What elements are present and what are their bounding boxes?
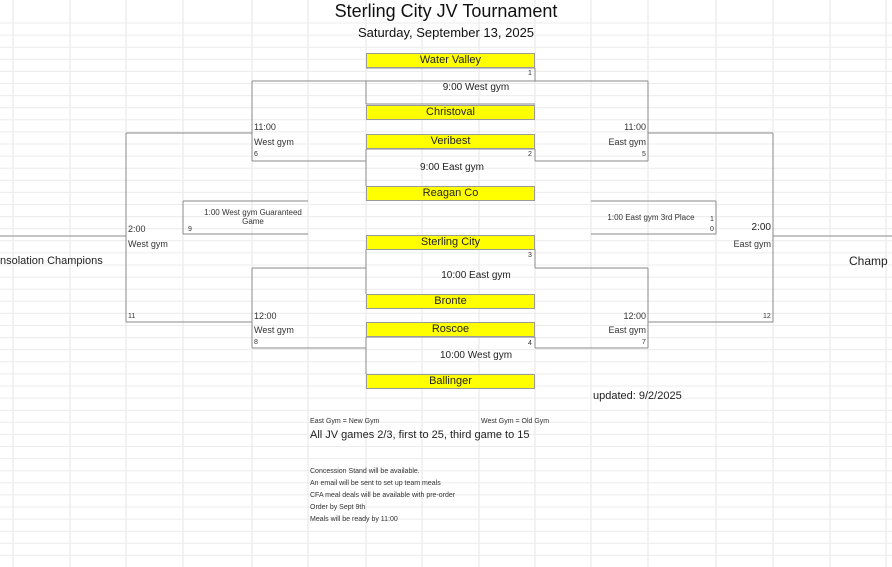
team-cell-ballinger[interactable]: Ballinger [366,374,535,389]
east-gym-note: East Gym = New Gym [310,418,380,425]
game-number: 11 [128,313,136,320]
game-time: 2:00 [128,224,146,234]
game-number: 1 [528,70,532,77]
game-number: 3 [528,252,532,259]
page-title: Sterling City JV Tournament [334,1,558,21]
game-info: Game [242,217,264,226]
game-time: 12:00 [254,311,277,321]
team-cell-sterling-city[interactable]: Sterling City [366,235,535,250]
note-line: CFA meal deals will be available with pr… [310,492,456,499]
game-gym: East gym [608,137,646,147]
game-info: 9:00 West gym [442,82,510,93]
note-line: An email will be sent to set up team mea… [310,480,441,487]
game-gym: West gym [128,239,168,249]
game-number: 0 [710,226,714,233]
game-gym: East gym [733,239,771,249]
game-time: 11:00 [624,122,646,132]
note-line: Meals will be ready by 11:00 [310,516,398,523]
team-cell-reagan-co[interactable]: Reagan Co [366,186,535,201]
game-time: 11:00 [254,122,276,132]
consolation-champions-label: nsolation Champions [0,255,103,267]
game-info: 9:00 East gym [420,162,484,173]
game-time: 12:00 [623,311,646,321]
game-gym: West gym [254,325,294,335]
game-number: 5 [642,151,646,158]
champions-label: Champ [849,254,888,268]
team-cell-bronte[interactable]: Bronte [366,294,535,309]
team-cell-veribest[interactable]: Veribest [366,134,535,149]
updated-label: updated: 9/2/2025 [593,390,682,402]
game-number: 7 [642,339,646,346]
game-number: 2 [528,151,532,158]
game-info: 10:00 East gym [441,270,511,281]
game-number: 6 [254,151,258,158]
team-cell-roscoe[interactable]: Roscoe [366,322,535,337]
game-number: 9 [188,226,192,233]
game-info: 1:00 West gym Guaranteed [204,208,302,217]
team-cell-water-valley[interactable]: Water Valley [366,53,535,68]
tournament-date: Saturday, September 13, 2025 [357,25,535,40]
game-gym: West gym [254,137,294,147]
game-info: 10:00 West gym [439,350,513,361]
game-number: 4 [528,340,532,347]
game-number: 1 [710,216,714,223]
game-number: 8 [254,339,258,346]
note-line: Order by Sept 9th [310,504,366,511]
note-line: Concession Stand will be available. [310,468,420,475]
west-gym-note: West Gym = Old Gym [481,418,550,425]
team-cell-christoval[interactable]: Christoval [366,105,535,120]
game-number: 12 [763,313,771,320]
rules-note: All JV games 2/3, first to 25, third gam… [310,429,530,441]
game-info: 1:00 East gym 3rd Place [607,213,695,222]
game-gym: East gym [608,325,646,335]
game-time: 2:00 [751,222,771,233]
